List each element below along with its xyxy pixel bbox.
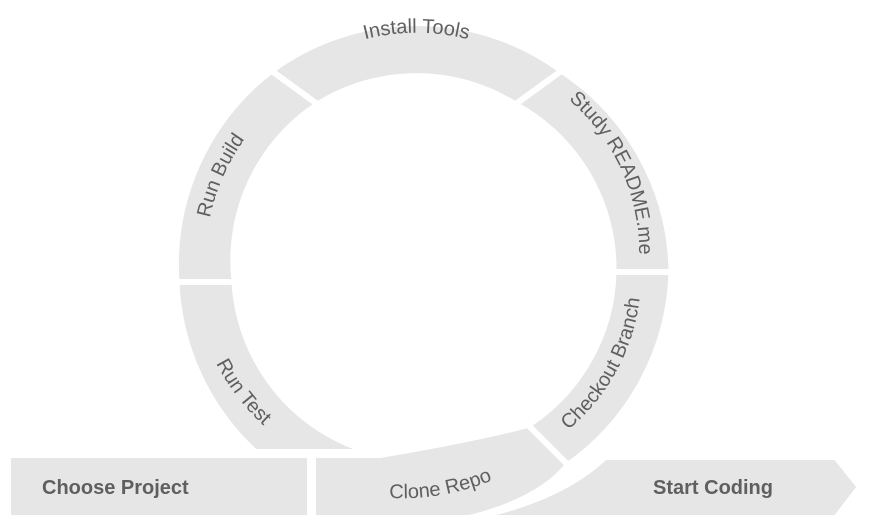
label-choose-project: Choose Project (42, 477, 189, 499)
bar-start-coding (469, 454, 864, 521)
segment-install-tools (266, 20, 567, 109)
segment-run-build (172, 66, 323, 285)
segment-run-test (173, 279, 373, 455)
label-start-coding: Start Coding (653, 477, 773, 499)
